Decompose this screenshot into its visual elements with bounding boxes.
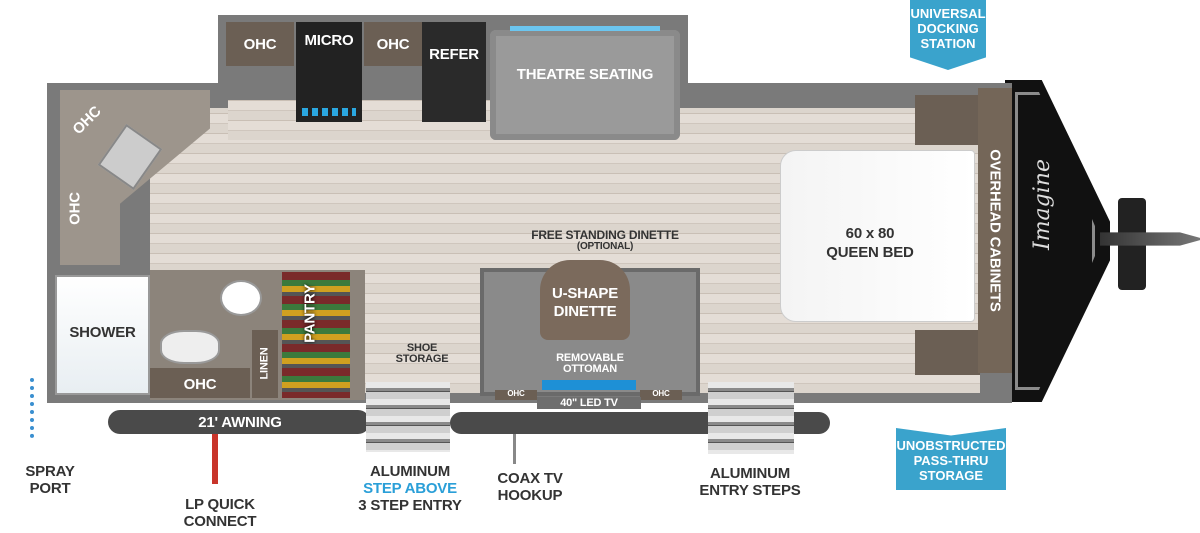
dinette-label: DINETTE — [553, 303, 617, 320]
queen-bed — [780, 150, 975, 322]
callout-line: PORT — [29, 480, 71, 497]
badge-line: STATION — [920, 36, 976, 51]
step-entry-callout: ALUMINUM STEP ABOVE 3 STEP ENTRY — [345, 463, 475, 514]
badge-line: PASS-THRU — [913, 453, 989, 468]
badge-line: UNOBSTRUCTED — [896, 438, 1006, 453]
entry-steps — [708, 382, 794, 454]
bathroom-sink — [160, 330, 220, 364]
front-cap-stripe — [1015, 92, 1095, 390]
awning-rear — [108, 410, 370, 434]
callout-line: HOOKUP — [497, 487, 563, 504]
refrigerator — [422, 22, 486, 122]
removable-label: REMOVABLE — [556, 352, 624, 364]
callout-line: CONNECT — [183, 513, 257, 530]
theatre-light — [510, 26, 660, 31]
ohc-left-cabinet — [226, 22, 294, 66]
free-standing-dinette-label: FREE STANDING DINETTE — [531, 228, 679, 242]
ohc-dinette-right-label: OHC — [652, 389, 670, 398]
ohc-bath-label: OHC — [183, 376, 217, 393]
awning-label: 21' AWNING — [198, 414, 282, 431]
nightstand-top — [915, 95, 980, 145]
optional-label: (OPTIONAL) — [576, 241, 634, 252]
ohc-dinette-right — [640, 390, 682, 400]
toilet — [220, 280, 262, 316]
pantry-label: PANTRY — [301, 284, 319, 343]
bed-size-label: 60 x 80 — [845, 225, 895, 242]
pantry — [282, 272, 350, 398]
shower — [55, 275, 150, 395]
lp-connect-line — [212, 434, 218, 484]
callout-line: SPRAY — [25, 463, 75, 480]
tv-screen — [542, 380, 636, 390]
overhead-cabinets-label: OVERHEAD CABINETS — [986, 149, 1004, 312]
refer-label: REFER — [429, 46, 479, 63]
ohc-dinette-left — [495, 390, 537, 400]
ohc-right-label: OHC — [376, 36, 410, 53]
theatre-seating-label: THEATRE SEATING — [516, 66, 654, 83]
callout-line: COAX TV — [497, 470, 563, 487]
coax-line — [513, 434, 516, 464]
bed-name-label: QUEEN BED — [826, 244, 914, 261]
ottoman-label: OTTOMAN — [562, 363, 617, 375]
dinette-table — [540, 260, 630, 340]
coax-callout: COAX TV HOOKUP — [480, 470, 580, 504]
spray-port-callout: SPRAY PORT — [15, 463, 85, 497]
pass-thru-storage-badge: UNOBSTRUCTED PASS-THRU STORAGE — [896, 428, 1006, 490]
brand-logo: Imagine — [1030, 159, 1055, 250]
callout-line: 3 STEP ENTRY — [358, 497, 462, 514]
badge-line: DOCKING — [917, 21, 979, 36]
ohc-dinette-left-label: OHC — [507, 389, 525, 398]
spray-port-hose — [30, 378, 46, 438]
micro-label: MICRO — [304, 32, 354, 49]
ohc-right-cabinet — [364, 22, 422, 66]
theatre-seating — [490, 30, 680, 140]
overhead-cabinets — [978, 88, 1012, 373]
ohc-side-label: OHC — [66, 192, 84, 225]
callout-line: ENTRY STEPS — [699, 482, 801, 499]
shower-label: SHOWER — [69, 324, 136, 341]
nightstand-bottom — [915, 330, 980, 375]
linen-label: LINEN — [258, 347, 271, 380]
storage-label: STORAGE — [395, 353, 449, 365]
lp-quick-connect-callout: LP QUICK CONNECT — [170, 496, 270, 530]
callout-line: STEP ABOVE — [363, 480, 457, 497]
entry-steps-callout: ALUMINUM ENTRY STEPS — [690, 465, 810, 499]
microwave — [296, 22, 362, 122]
u-shape-label: U-SHAPE — [551, 285, 619, 302]
universal-docking-station-badge: UNIVERSAL DOCKING STATION — [910, 0, 986, 70]
linen-cabinet — [252, 330, 278, 398]
stove-burners — [302, 108, 356, 116]
callout-line: ALUMINUM — [369, 463, 451, 480]
callout-line: ALUMINUM — [709, 465, 791, 482]
hitch-coupler — [1100, 232, 1200, 246]
shoe-label: SHOE — [406, 342, 438, 354]
ohc-left-label: OHC — [243, 36, 277, 53]
led-tv-label: 40" LED TV — [537, 397, 641, 409]
badge-line: UNIVERSAL — [910, 6, 986, 21]
badge-line: STORAGE — [918, 468, 984, 483]
callout-line: LP QUICK — [185, 496, 255, 513]
ohc-bath-cabinet — [150, 368, 250, 398]
step-above-entry — [366, 382, 450, 452]
